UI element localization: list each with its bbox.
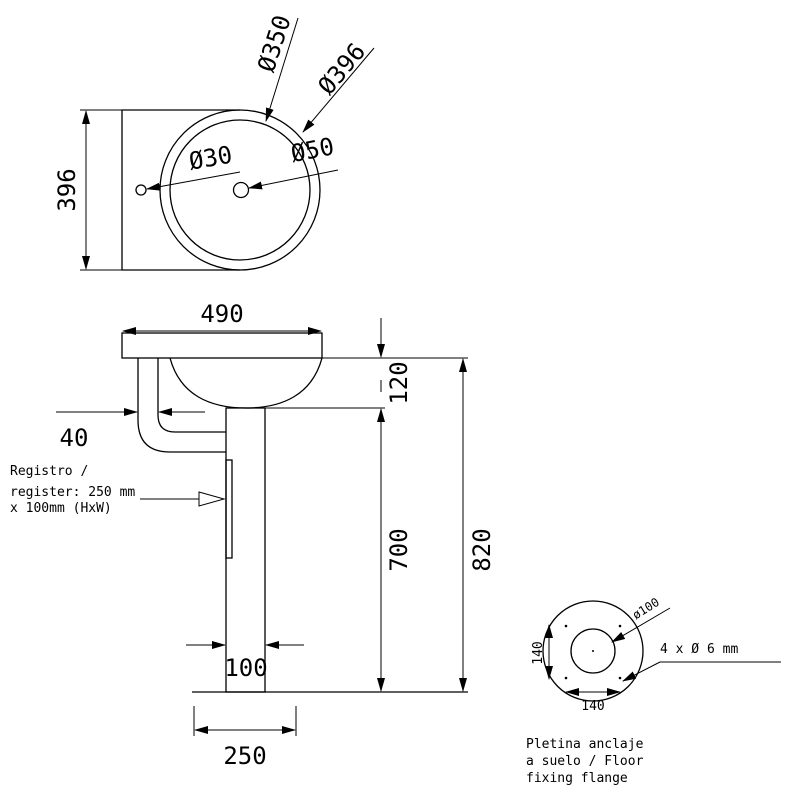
flange-center-dot [592, 650, 594, 652]
inner-bowl-circle [169, 119, 311, 261]
dim-label-490: 490 [200, 300, 243, 328]
dim-label-820: 820 [468, 528, 496, 571]
flange-caption-line-1: Pletina anclaje [526, 737, 644, 752]
register-note-line-1: Registro / [10, 464, 88, 479]
leader-d50 [248, 169, 339, 190]
flange-caption-line-2: a suelo / Floor [526, 754, 644, 769]
drain-hole [232, 181, 250, 199]
register-note: Registro / register: 250 mm x 100mm (HxW… [10, 464, 143, 516]
side-view: 490 120 700 820 40 Registro / register: … [10, 300, 496, 770]
dim-label-140-horizontal: 140 [581, 699, 604, 714]
dim-label-d50: Ø50 [289, 132, 337, 168]
register-panel [225, 459, 233, 559]
dim-label-100: 100 [224, 654, 267, 682]
leader-d396 [302, 47, 375, 133]
register-note-line-2: register: 250 mm [10, 485, 135, 500]
dim-label-396: 396 [53, 168, 81, 211]
outer-rim-circle [159, 109, 321, 271]
basin-top-slab [121, 332, 323, 359]
dim-label-250: 250 [223, 742, 266, 770]
flange-caption-line-3: fixing flange [526, 771, 628, 786]
top-view: 396 Ø350 Ø396 Ø30 Ø50 [53, 12, 375, 271]
top-view-outline [121, 109, 240, 271]
flange-inner-circle [570, 628, 616, 674]
flange-bolt-hole-3 [564, 676, 568, 680]
register-note-line-3: x 100mm (HxW) [10, 501, 112, 516]
dim-label-700: 700 [385, 528, 413, 571]
dim-label-40: 40 [60, 424, 89, 452]
basin-bowl [169, 357, 323, 409]
dim-label-holes: 4 x Ø 6 mm [660, 642, 738, 657]
dim-label-120: 120 [385, 361, 413, 404]
leader-holes-diagonal [622, 661, 661, 682]
dim-label-d30: Ø30 [187, 141, 235, 176]
dim-label-140-vertical: 140 [531, 641, 546, 664]
dim-label-flange-d100: ø100 [630, 595, 662, 622]
register-hollow-arrow [198, 491, 226, 507]
flange-outer-circle [542, 600, 644, 702]
leader-flange-d100 [611, 607, 671, 643]
leader-d30 [146, 171, 241, 191]
flange-bolt-hole-2 [618, 624, 622, 628]
flange-bolt-hole-1 [564, 624, 568, 628]
flange-caption: Pletina anclaje a suelo / Floor fixing f… [526, 737, 651, 786]
tap-hole [135, 184, 147, 196]
pipe-inner [157, 358, 226, 433]
dim-label-d396: Ø396 [313, 38, 372, 100]
pipe-outer [137, 358, 226, 453]
flange-bolt-hole-4 [618, 676, 622, 680]
leader-d350 [265, 17, 299, 122]
floor-flange: ø100 140 140 4 x Ø 6 mm Pletina anclaje … [526, 595, 781, 786]
